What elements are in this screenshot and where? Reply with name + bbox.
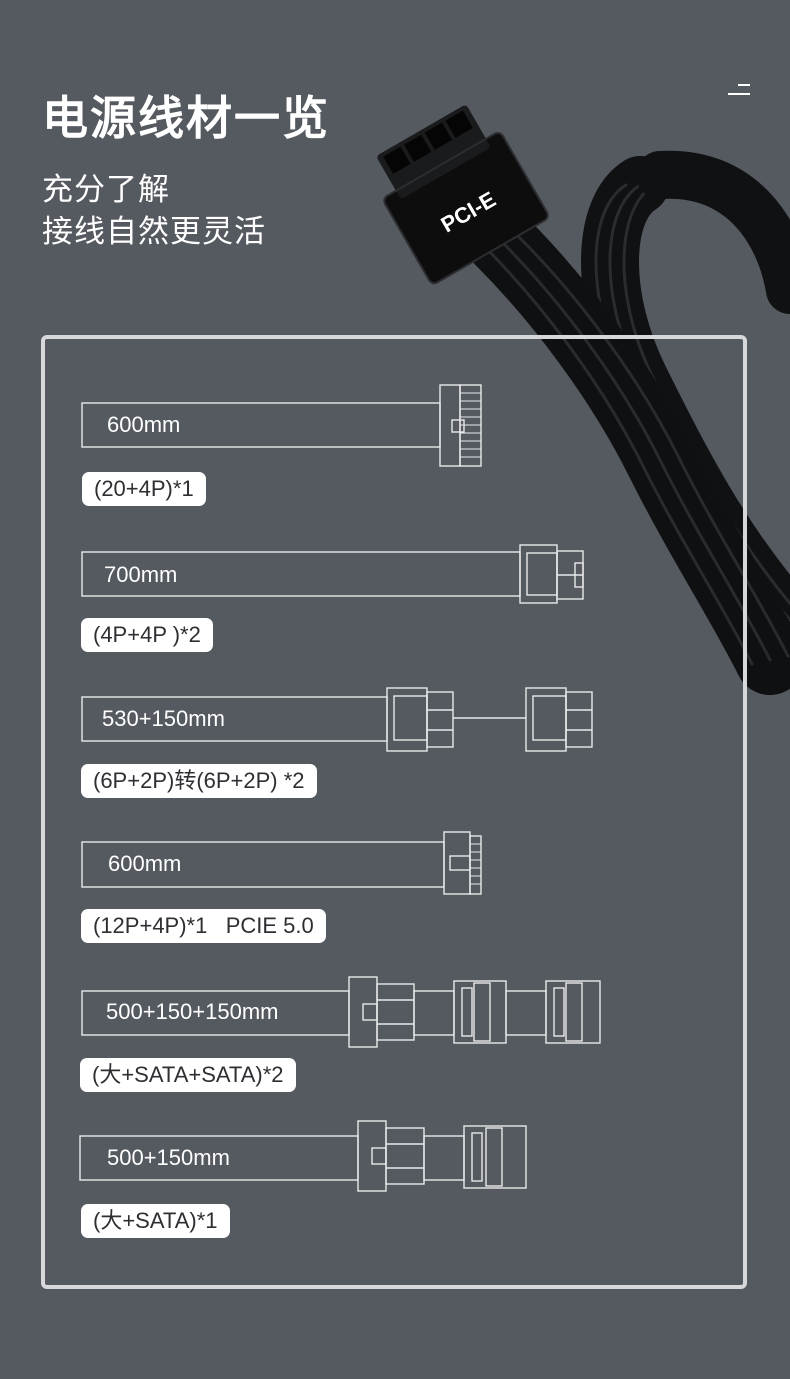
cable-2-length: 700mm [104, 562, 178, 587]
cable-5-length: 500+150+150mm [106, 999, 279, 1024]
cable-4-spec-badge: (12P+4P)*1 PCIE 5.0 [81, 909, 326, 943]
cable-4-length: 600mm [108, 851, 182, 876]
cable-6-spec-badge: (大+SATA)*1 [81, 1204, 230, 1238]
cable-3-spec-badge: (6P+2P)转(6P+2P) *2 [81, 764, 317, 798]
cable-1-spec-badge: (20+4P)*1 [82, 472, 206, 506]
cable-1-length: 600mm [107, 412, 181, 437]
pcie-connector-label: PCI-E [437, 186, 500, 237]
menu-icon[interactable] [726, 82, 750, 100]
cable-2-spec-badge: (4P+4P )*2 [81, 618, 213, 652]
cable-6-length: 500+150mm [107, 1145, 230, 1170]
cable-3-length: 530+150mm [102, 706, 225, 731]
subtitle-line-2: 接线自然更灵活 [42, 214, 266, 250]
cable-list-panel [41, 335, 747, 1289]
subtitle-line-1: 充分了解 [42, 172, 170, 208]
page-title: 电源线材一览 [42, 91, 330, 145]
cable-5-spec-badge: (大+SATA+SATA)*2 [80, 1058, 296, 1092]
